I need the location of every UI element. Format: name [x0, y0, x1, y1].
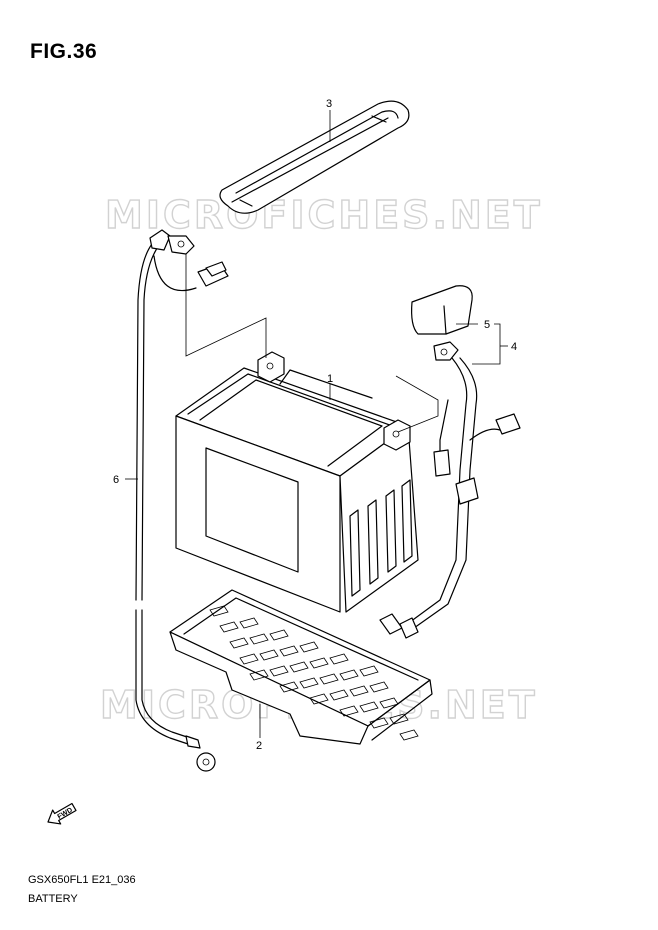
- tray-slot: [339, 669, 359, 681]
- figure-title: FIG.36: [30, 40, 98, 63]
- negative-cable: [135, 229, 267, 772]
- tray-slot: [329, 689, 349, 701]
- battery-body: [175, 351, 419, 613]
- figure-code: GSX650FL1 E21_036: [28, 874, 136, 886]
- tray-slot: [369, 681, 389, 693]
- tray-slot: [319, 673, 339, 685]
- tray-slot: [219, 621, 239, 633]
- tray-slot: [299, 677, 319, 689]
- tray-slot: [259, 649, 279, 661]
- tray-slot: [249, 633, 269, 645]
- callout-3: 3: [326, 98, 332, 110]
- battery-strap: [219, 100, 410, 214]
- tray-slot: [239, 653, 259, 665]
- positive-cable: [379, 285, 521, 639]
- callout-1: 1: [327, 373, 333, 385]
- tray-slot: [369, 717, 389, 729]
- figure-name: BATTERY: [28, 893, 78, 905]
- tray-slot: [269, 665, 289, 677]
- tray-slot: [249, 669, 269, 681]
- tray-slot: [399, 729, 419, 741]
- tray-slot: [389, 713, 409, 725]
- tray-slot: [349, 685, 369, 697]
- tray-slot: [379, 697, 399, 709]
- tray-slot: [239, 617, 259, 629]
- tray-slot: [279, 645, 299, 657]
- tray-slot: [229, 637, 249, 649]
- tray-slot: [359, 701, 379, 713]
- callout-6: 6: [113, 474, 119, 486]
- battery-tray: [169, 589, 433, 745]
- fwd-label: FWD: [57, 807, 74, 821]
- watermark-top: MICROFICHES.NET: [105, 193, 543, 237]
- tray-slot: [279, 681, 299, 693]
- tray-slot: [309, 657, 329, 669]
- tray-slot: [359, 665, 379, 677]
- callout-leaders: [125, 110, 508, 738]
- tray-slot: [299, 641, 319, 653]
- tray-slot: [209, 605, 229, 617]
- tray-slot: [289, 661, 309, 673]
- callout-4: 4: [511, 341, 517, 353]
- callout-2: 2: [256, 740, 262, 752]
- tray-slot: [329, 653, 349, 665]
- callout-5: 5: [484, 319, 490, 331]
- tray-slot: [269, 629, 289, 641]
- tray-slot: [309, 693, 329, 705]
- tray-slot: [339, 705, 359, 717]
- fwd-arrow-icon: FWD: [47, 802, 77, 825]
